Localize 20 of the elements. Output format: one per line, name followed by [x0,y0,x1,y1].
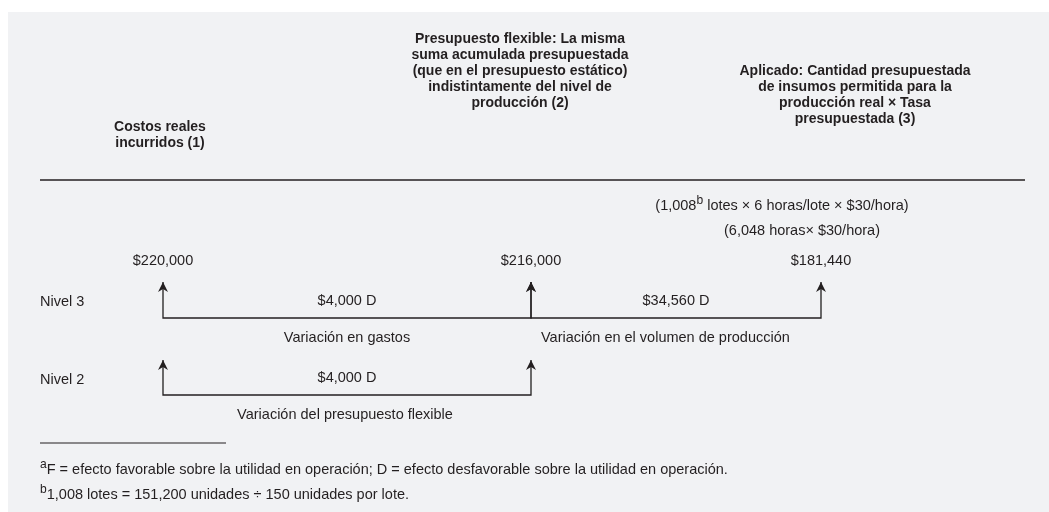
footnote: $^{a}$F = efecto favorable sobre la utilidad en operación; D = efecto desfavorable sobre la utilidad en operación. [40,456,728,478]
variance-amount: $4,000 D [317,292,377,309]
level-label: Nivel 3 [40,293,85,310]
amount-text: $181,440 [790,252,852,269]
variance-bracket-arrow [526,281,826,319]
footnote: $^{b}$1,008 lotes = 151,200 unidades ÷ 150 unidades por lote. [40,481,409,503]
variance-bracket-arrow [158,359,536,396]
variance-name: Variación en el volumen de producción [541,329,790,346]
amount-text: $220,000 [132,252,194,269]
variance-amount: $34,560 D [642,292,710,309]
formula-text: (6,048 horas× $30/hora) [724,222,880,239]
level-label: Nivel 2 [40,371,85,388]
variance-name: Variación del presupuesto flexible [237,406,453,423]
column-heading: Costos reales incurridos (1) [113,118,207,150]
variance-name: Variación en gastos [283,329,411,346]
amount-text: $216,000 [500,252,562,269]
column-heading: Aplicado: Cantidad presupuestada de insumos permitida para la producción real × Tasa presupuestada (3) [738,62,972,126]
variance-amount: $4,000 D [317,369,377,386]
formula-text: (1,008$^{b}$ lotes × 6 horas/lote × $30/hora) [655,192,909,214]
column-heading: Presupuesto flexible: La misma suma acumulada presupuestada (que en el presupuesto estático) indistintamente del nivel de producción (2) [410,30,630,110]
